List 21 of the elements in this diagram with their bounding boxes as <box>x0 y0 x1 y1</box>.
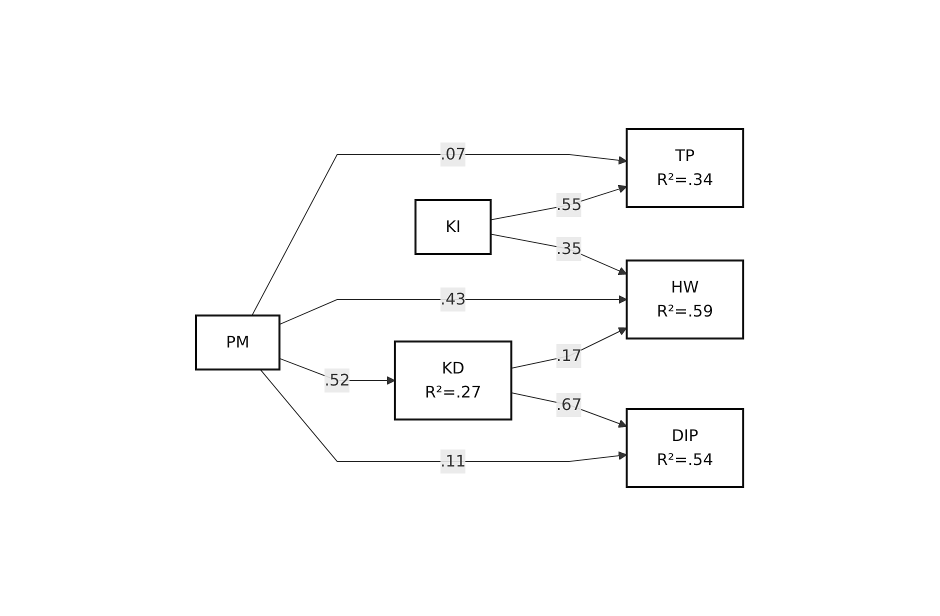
edge-label: .43 <box>440 290 466 308</box>
node-box: KD R²=.27 <box>394 340 513 420</box>
arrow <box>511 327 628 369</box>
arrow <box>252 154 628 316</box>
node-box: DIP R²=.54 <box>626 408 745 488</box>
edge-label: .67 <box>556 395 582 414</box>
edge-label: .35 <box>556 239 582 258</box>
arrow <box>490 184 628 220</box>
arrow <box>511 392 628 428</box>
edge-label: .07 <box>440 144 466 164</box>
node-box: HW R²=.59 <box>626 260 745 340</box>
arrow <box>490 234 628 276</box>
arrow <box>279 295 628 325</box>
edge-label: .52 <box>324 370 350 390</box>
node-box: TP R²=.34 <box>626 128 745 208</box>
edge-label: .55 <box>556 195 582 214</box>
edge-label: .11 <box>440 452 466 470</box>
edge-label: .17 <box>556 346 582 365</box>
arrow <box>260 369 628 462</box>
node-box: KI <box>414 199 492 255</box>
node-box: PM <box>195 314 281 370</box>
